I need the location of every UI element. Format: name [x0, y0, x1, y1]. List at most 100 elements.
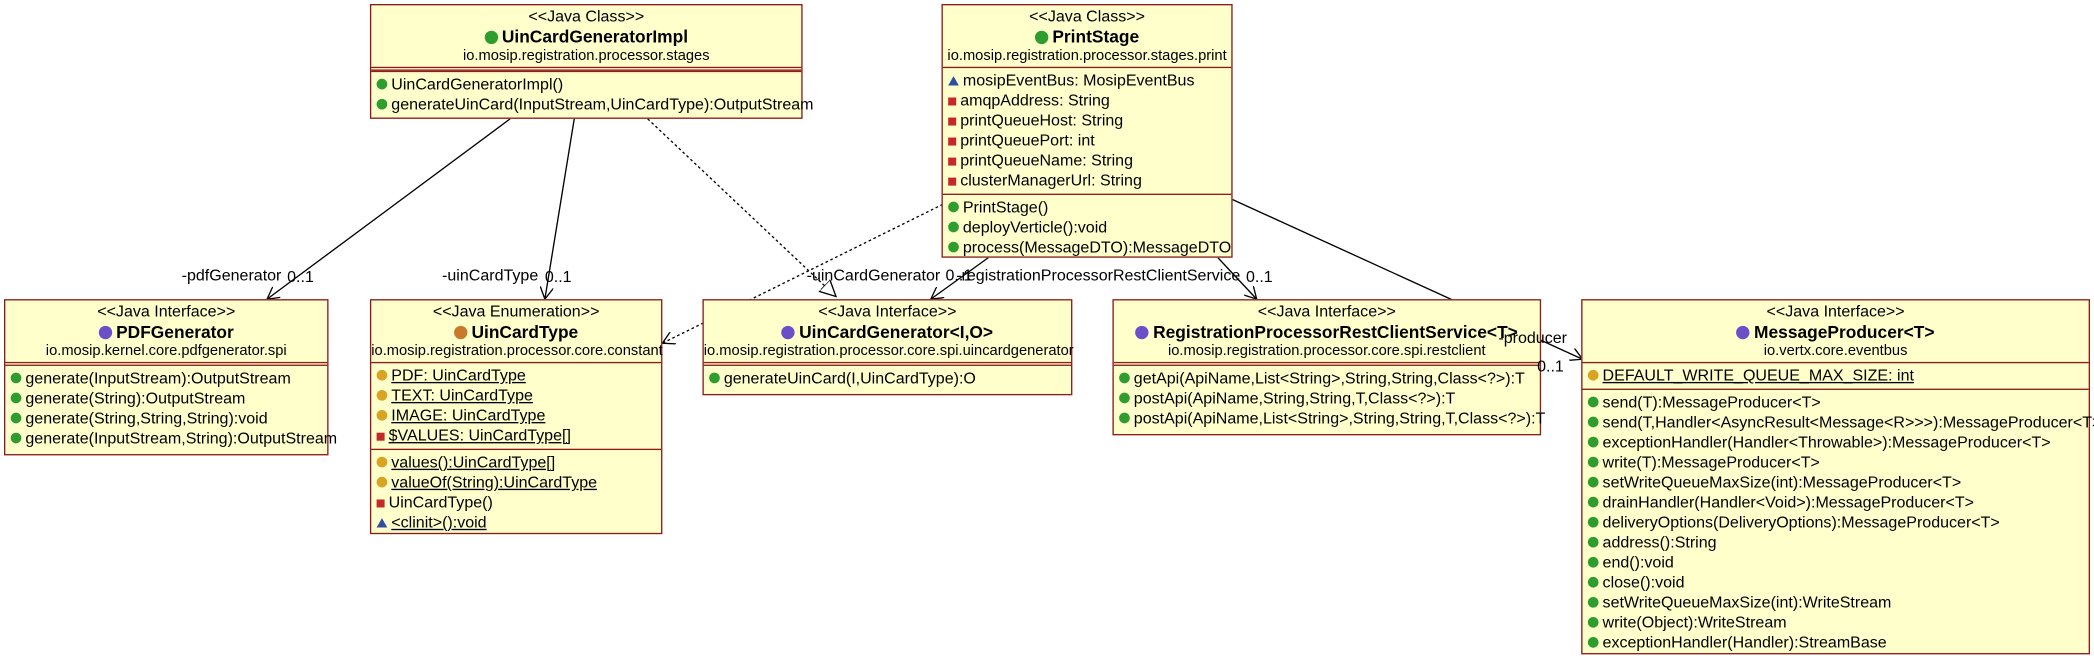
operation-row[interactable]: write(T):MessageProducer<T> — [1583, 453, 2089, 473]
interface-pdfgenerator[interactable]: <<Java Interface>> PDFGenerator io.mosip… — [4, 299, 337, 456]
operation-row[interactable]: setWriteQueueMaxSize(int):MessageProduce… — [1583, 473, 2089, 493]
static-icon — [376, 476, 388, 488]
operation-row[interactable]: exceptionHandler(Handler<Throwable>):Mes… — [1583, 433, 2089, 453]
operation-row[interactable]: address():String — [1583, 533, 2089, 553]
operation-row[interactable]: drainHandler(Handler<Void>):MessageProdu… — [1583, 493, 2089, 513]
stereotype-label: <<Java Interface>> — [1766, 301, 1905, 321]
public-icon — [1587, 476, 1599, 488]
enum-uincardtype[interactable]: <<Java Enumeration>> UinCardType io.mosi… — [369, 299, 663, 536]
public-icon — [1119, 392, 1130, 404]
class-icon — [1034, 30, 1049, 45]
operation-row[interactable]: postApi(ApiName,List<String>,String,Stri… — [1114, 409, 1545, 429]
public-icon — [1587, 616, 1599, 628]
attribute-row[interactable]: amqpAddress: String — [943, 91, 1231, 111]
static-icon — [376, 456, 388, 468]
attribute-row[interactable]: clusterManagerUrl: String — [943, 171, 1231, 191]
static-icon — [376, 409, 388, 421]
operation-row[interactable]: process(MessageDTO):MessageDTO — [943, 238, 1231, 258]
public-icon — [1587, 556, 1599, 568]
operation-row[interactable]: write(Object):WriteStream — [1583, 613, 2089, 633]
role-label-producer: -producer — [1498, 328, 1567, 348]
public-icon — [1119, 372, 1130, 384]
operation-row[interactable]: generate(InputStream):OutputStream — [5, 369, 327, 389]
attributes-section — [371, 66, 802, 71]
operation-row[interactable]: send(T,Handler<AsyncResult<Message<R>>>)… — [1583, 413, 2094, 433]
association-impl-pdfgenerator — [267, 118, 511, 299]
private-icon — [376, 432, 385, 441]
public-icon — [948, 241, 959, 253]
operation-row[interactable]: deployVerticle():void — [943, 218, 1231, 238]
operation-row[interactable]: getApi(ApiName,List<String>,String,Strin… — [1114, 369, 1540, 389]
operation-row[interactable]: generateUinCard(I,UinCardType):O — [704, 369, 1071, 389]
attribute-row[interactable]: mosipEventBus: MosipEventBus — [943, 71, 1231, 91]
public-icon — [1587, 416, 1599, 428]
operation-row[interactable]: values():UinCardType[] — [371, 453, 661, 473]
operations-section: generate(InputStream):OutputStream gener… — [5, 361, 337, 451]
operations-section: values():UinCardType[] valueOf(String):U… — [371, 448, 662, 536]
operation-row[interactable]: UinCardType() — [371, 493, 661, 513]
operation-row[interactable]: <clinit>():void — [371, 513, 661, 533]
interface-messageproducer[interactable]: <<Java Interface>> MessageProducer<T> io… — [1581, 299, 2094, 656]
public-icon — [10, 372, 22, 384]
attribute-row[interactable]: printQueueName: String — [943, 151, 1231, 171]
interface-icon — [781, 325, 796, 340]
private-icon — [948, 157, 957, 166]
role-label-uincardtype: -uinCardType — [442, 265, 539, 285]
stereotype-label: <<Java Class>> — [1029, 6, 1145, 26]
class-name: RegistrationProcessorRestClientService<T… — [1153, 321, 1518, 342]
public-icon — [1587, 496, 1599, 508]
private-icon — [948, 177, 957, 186]
operation-row[interactable]: generate(String,String,String):void — [5, 409, 327, 429]
attribute-row[interactable]: IMAGE: UinCardType — [371, 406, 661, 426]
class-uincardgeneratorimpl[interactable]: <<Java Class>> UinCardGeneratorImpl io.m… — [369, 4, 814, 119]
operations-section: send(T):MessageProducer<T> send(T,Handle… — [1582, 388, 2094, 656]
interface-icon — [1135, 325, 1150, 340]
operation-row[interactable]: exceptionHandler(Handler):StreamBase — [1583, 633, 2089, 653]
operation-row[interactable]: end():void — [1583, 553, 2089, 573]
multiplicity-label-restclient: 0..1 — [1245, 267, 1273, 286]
package-name: io.mosip.registration.processor.stages.p… — [947, 48, 1227, 65]
constructor-icon — [376, 78, 388, 90]
package-name: io.mosip.registration.processor.stages — [462, 48, 710, 65]
multiplicity-label-uincardgenerator: 0..1 — [945, 265, 973, 285]
interface-uincardgenerator[interactable]: <<Java Interface>> UinCardGenerator<I,O>… — [702, 299, 1074, 396]
attribute-row[interactable]: PDF: UinCardType — [371, 366, 661, 386]
class-printstage[interactable]: <<Java Class>> PrintStage io.mosip.regis… — [941, 4, 1233, 258]
multiplicity-label-producer: 0..1 — [1537, 356, 1564, 376]
operation-row[interactable]: generate(String):OutputStream — [5, 389, 327, 409]
private-icon — [948, 97, 957, 106]
operation-row[interactable]: generateUinCard(InputStream,UinCardType)… — [371, 95, 814, 115]
operation-row[interactable]: generate(InputStream,String):OutputStrea… — [5, 429, 337, 449]
public-icon — [1587, 536, 1599, 548]
attribute-row[interactable]: printQueuePort: int — [943, 131, 1231, 151]
attribute-row[interactable]: printQueueHost: String — [943, 111, 1231, 131]
operations-section: UinCardGeneratorImpl() generateUinCard(I… — [371, 70, 814, 118]
multiplicity-label-uincardtype: 0..1 — [544, 267, 572, 286]
operation-row[interactable]: PrintStage() — [943, 198, 1231, 218]
attribute-row[interactable]: $VALUES: UinCardType[] — [371, 426, 661, 446]
operation-row[interactable]: deliveryOptions(DeliveryOptions):Message… — [1583, 513, 2089, 533]
package-name: io.mosip.registration.processor.core.spi… — [1167, 343, 1486, 360]
stereotype-label: <<Java Class>> — [528, 6, 645, 26]
attribute-row[interactable]: DEFAULT_WRITE_QUEUE_MAX_SIZE: int — [1583, 366, 2089, 386]
public-icon — [1587, 596, 1599, 608]
operation-row[interactable]: UinCardGeneratorImpl() — [371, 75, 801, 95]
class-name: PDFGenerator — [116, 321, 234, 342]
stereotype-label: <<Java Interface>> — [818, 301, 957, 321]
public-icon — [10, 412, 22, 424]
operation-row[interactable]: send(T):MessageProducer<T> — [1583, 393, 2089, 413]
package-name: io.mosip.registration.processor.core.spi… — [703, 343, 1074, 360]
operation-row[interactable]: postApi(ApiName,String,String,T,Class<?>… — [1114, 389, 1540, 409]
attribute-row[interactable]: TEXT: UinCardType — [371, 386, 661, 406]
operation-row[interactable]: valueOf(String):UinCardType — [371, 473, 661, 493]
interface-registrationprocessorrestclientservice[interactable]: <<Java Interface>> RegistrationProcessor… — [1112, 299, 1545, 436]
operation-row[interactable]: close():void — [1583, 573, 2089, 593]
stereotype-label: <<Java Interface>> — [97, 301, 236, 321]
association-impl-uincardtype — [545, 118, 575, 299]
class-name: MessageProducer<T> — [1754, 321, 1935, 342]
operations-section: generateUinCard(I,UinCardType):O — [703, 361, 1072, 391]
role-label-uincardgenerator: -uinCardGenerator — [806, 265, 941, 285]
operation-row[interactable]: setWriteQueueMaxSize(int):WriteStream — [1583, 593, 2089, 613]
public-icon — [376, 98, 388, 110]
